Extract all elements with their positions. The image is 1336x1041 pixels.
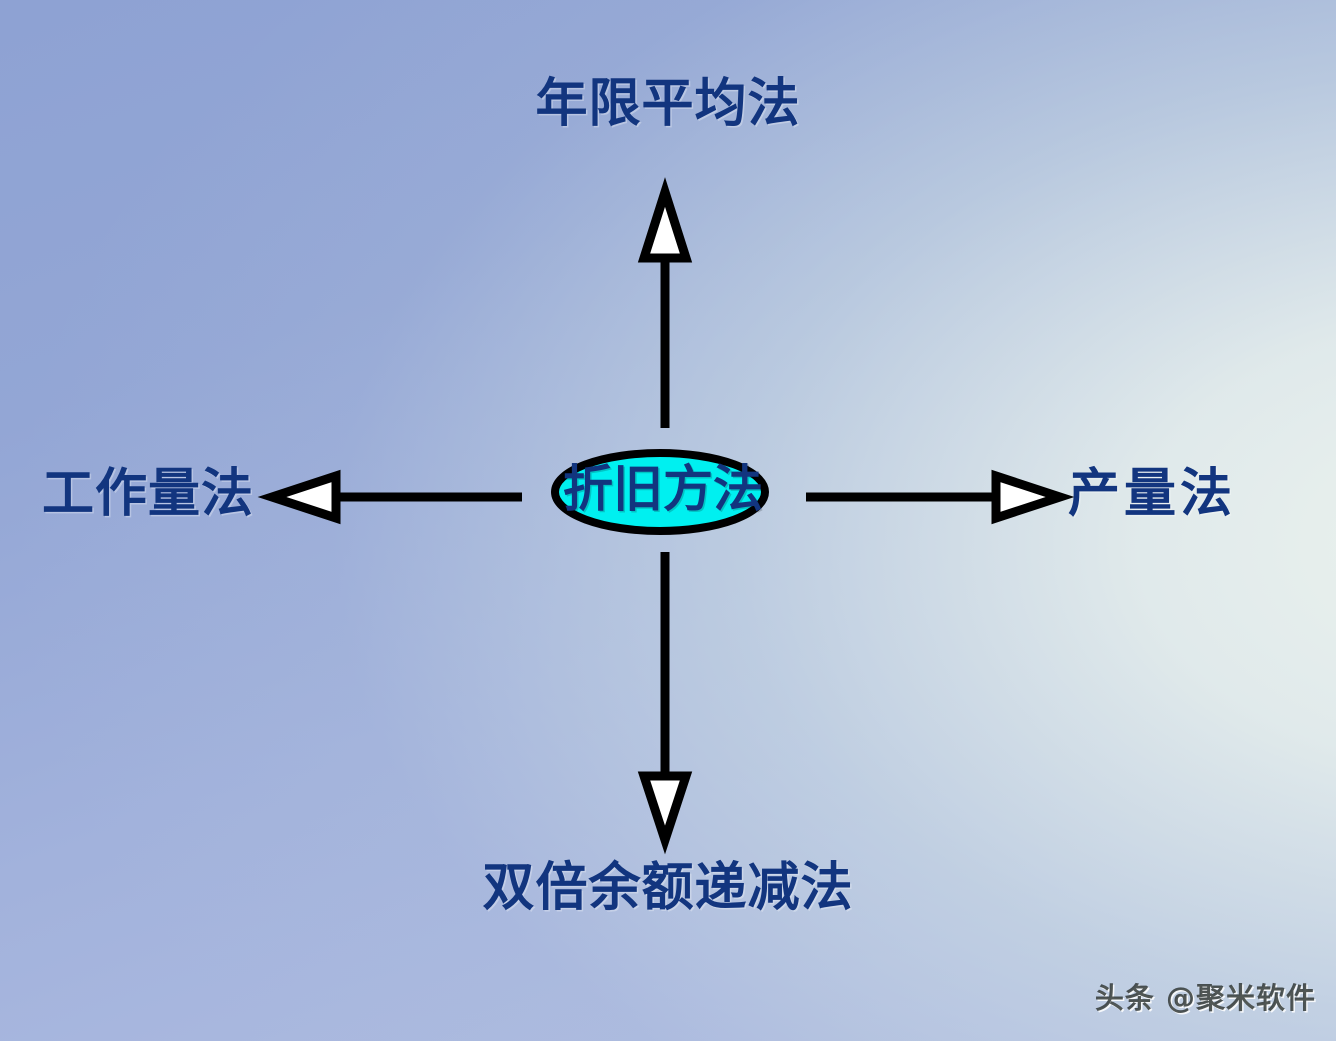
connector-left — [257, 469, 522, 525]
center-node-ellipse[interactable] — [551, 449, 769, 535]
branch-label-bottom: 双倍余额递减法 — [482, 858, 854, 918]
connector-right — [806, 469, 1075, 525]
watermark: 头条 @聚米软件 — [1094, 981, 1316, 1015]
branch-label-right: 产量法 — [1068, 464, 1237, 524]
connector-up — [637, 177, 693, 428]
branch-label-left: 工作量法 — [42, 464, 255, 524]
center-node-label: 折旧方法 — [563, 460, 763, 518]
arrowhead-left-icon — [257, 469, 341, 525]
branch-label-top: 年限平均法 — [535, 74, 801, 134]
arrowhead-right-icon — [991, 469, 1075, 525]
arrowhead-up-icon — [637, 177, 693, 263]
connector-down — [637, 552, 693, 855]
arrowhead-down-icon — [637, 771, 693, 855]
